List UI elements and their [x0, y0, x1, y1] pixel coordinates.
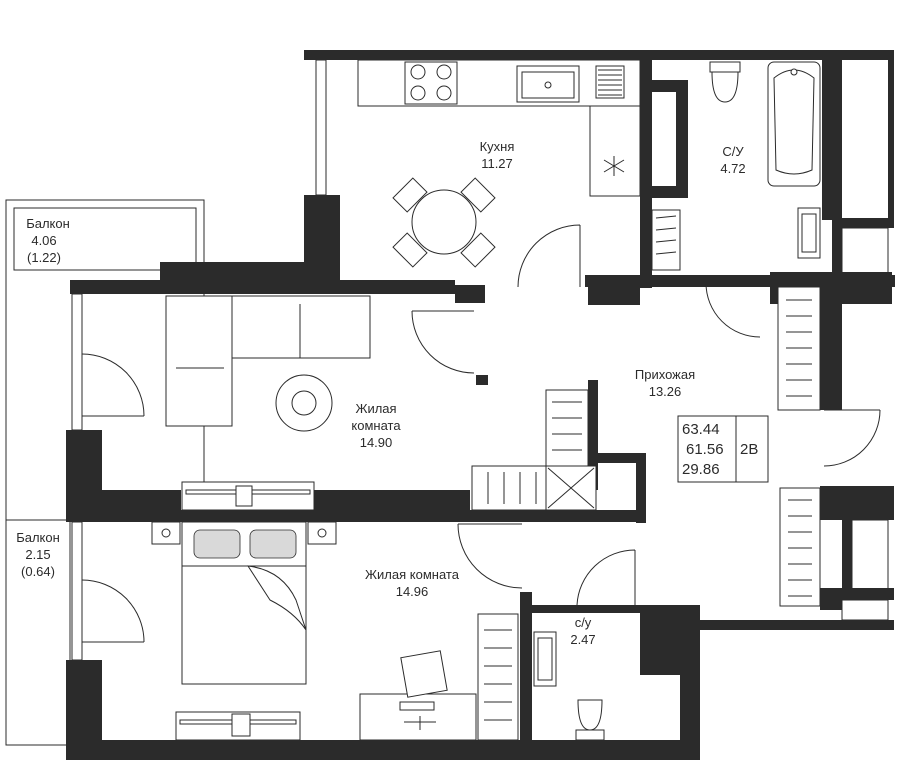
balcony-2-name: Балкон [16, 530, 60, 545]
bedroom-furniture [151, 521, 519, 741]
bathroom-name: С/У [722, 144, 744, 159]
hall-area: 13.26 [649, 384, 682, 399]
balcony-lower [5, 519, 71, 746]
balcony-1-reduced: (1.22) [27, 250, 61, 265]
summary-box: 63.44 61.56 29.86 2В [677, 415, 769, 483]
kitchen-name: Кухня [480, 139, 515, 154]
bathroom-fixtures [709, 61, 821, 259]
balcony-2-reduced: (0.64) [21, 564, 55, 579]
wc-area: 2.47 [570, 632, 595, 647]
summary-living: 29.86 [682, 461, 720, 478]
living-room-1-furniture [165, 295, 371, 511]
living-1-name-line2: комната [351, 418, 401, 433]
summary-total: 63.44 [682, 421, 720, 438]
room-labels: Кухня 11.27 С/У 4.72 Прихожая 13.26 Жила… [16, 139, 745, 647]
bathroom-area: 4.72 [720, 161, 745, 176]
living-1-name-line1: Жилая [355, 401, 396, 416]
balcony-1-name: Балкон [26, 216, 70, 231]
balcony-2-area: 2.15 [25, 547, 50, 562]
living-1-area: 14.90 [360, 435, 393, 450]
kitchen-area: 11.27 [481, 156, 513, 171]
kitchen-furniture [357, 59, 681, 271]
living-2-area: 14.96 [396, 584, 429, 599]
wc-fixtures [533, 631, 605, 741]
living-2-name: Жилая комната [365, 567, 460, 582]
summary-type: 2В [740, 441, 758, 458]
summary-reduced: 61.56 [686, 441, 724, 458]
hall-name: Прихожая [635, 367, 695, 382]
hall-wardrobes [471, 286, 821, 607]
wc-name: с/у [575, 615, 592, 630]
walls [66, 50, 895, 760]
doors [81, 224, 881, 643]
windows [71, 59, 889, 661]
balcony-1-area: 4.06 [31, 233, 56, 248]
